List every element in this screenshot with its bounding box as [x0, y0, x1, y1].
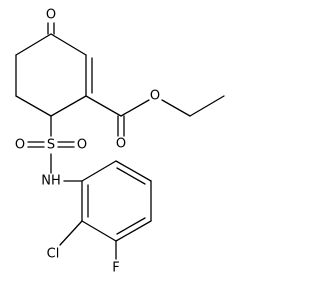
bond-a1-a2 [81, 160, 117, 182]
bond-ring-to-ester-carbon [85, 95, 122, 117]
bond-oxygen-to-ch2 [161, 99, 191, 117]
bond-ch2-to-ch3 [189, 95, 225, 117]
amine-label: NH [41, 174, 61, 189]
chemical-structure: O O O S O O NH Cl [15, 8, 225, 276]
ethyl-ester-group: O O [85, 89, 225, 152]
bond-a4-a5 [115, 220, 152, 242]
bond-c3-c4 [50, 95, 87, 117]
ketone-oxygen-label: O [46, 8, 56, 23]
bond-a2-a3 [115, 160, 152, 182]
cyclohexenone-ring [15, 33, 93, 117]
ketone-group: O [46, 8, 56, 35]
chlorofluorophenyl-ring [81, 160, 152, 242]
sulfonyl-oxygen-right-label: O [77, 138, 87, 153]
bond-c4-c5 [15, 95, 52, 117]
ester-carbonyl-oxygen-label: O [116, 137, 126, 152]
sulfur-label: S [47, 138, 55, 153]
bond-a2-a3-inner [116, 167, 146, 185]
fluorine-substituent: F [112, 240, 120, 276]
ester-ether-oxygen-label: O [150, 89, 160, 104]
chlorine-substituent: Cl [47, 220, 83, 262]
bond-a5-a6 [81, 220, 117, 242]
bond-ester-carbon-to-oxygen [120, 99, 150, 117]
sulfonamide-group: S O O NH [15, 115, 87, 189]
chlorine-label: Cl [47, 247, 60, 262]
bond-c1-c2 [50, 33, 87, 56]
bond-a4-a5-inner [116, 217, 146, 235]
bond-c6-c1 [15, 33, 52, 56]
fluorine-label: F [112, 261, 119, 276]
sulfonyl-oxygen-left-label: O [15, 138, 25, 153]
bond-aryl-to-chlorine [59, 220, 83, 246]
